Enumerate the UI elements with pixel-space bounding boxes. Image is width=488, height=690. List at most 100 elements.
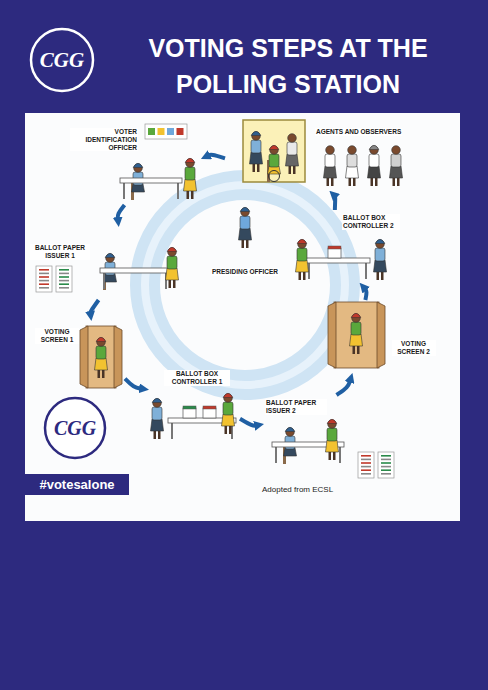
sheet-row <box>59 287 69 289</box>
sheet-row <box>381 455 391 457</box>
sheet-row <box>361 473 371 475</box>
entrance-door <box>243 120 305 182</box>
sheet-row <box>381 473 391 475</box>
voting-booth <box>86 326 116 388</box>
torso <box>251 140 261 153</box>
ballot-box <box>203 406 216 418</box>
head-covering <box>223 393 233 397</box>
head-covering <box>240 207 250 211</box>
flow-arrow <box>90 300 98 313</box>
box-lid <box>203 406 216 409</box>
station-area: BALLOT BOX CONTROLLER 1 <box>150 370 240 450</box>
lower-garment <box>346 166 359 178</box>
lower-garment <box>390 166 403 178</box>
standing-figure <box>350 313 363 354</box>
head-covering <box>167 247 177 251</box>
sheet-row <box>39 283 49 285</box>
desk-top <box>120 178 182 183</box>
lower-garment <box>324 166 337 178</box>
torso <box>369 154 379 167</box>
lower-garment <box>286 154 299 166</box>
sheet-row <box>59 269 69 271</box>
station-area: BALLOT PAPER ISSUER 2 <box>265 395 355 470</box>
sheet-row <box>39 280 49 282</box>
station-label: VOTER IDENTIFICATION OFFICER <box>70 128 138 151</box>
head <box>224 394 233 403</box>
station-label: BALLOT PAPER ISSUER 1 <box>30 244 90 260</box>
sheet-row <box>361 459 371 461</box>
torso <box>351 322 361 335</box>
torso <box>325 154 335 167</box>
standing-figure <box>166 247 179 288</box>
flow-arrow <box>337 381 351 395</box>
head-covering <box>297 239 307 243</box>
logo-ring <box>45 398 105 458</box>
head-covering <box>185 158 195 162</box>
head <box>252 132 261 141</box>
sheet-row <box>59 280 69 282</box>
sheet-row <box>39 276 49 278</box>
desk-leg <box>177 183 179 199</box>
head-covering <box>251 131 261 135</box>
torso <box>240 216 250 229</box>
sheet-row <box>59 276 69 278</box>
logo-text: CGG <box>32 47 92 73</box>
sheet-row <box>361 466 371 468</box>
ballot-box <box>183 406 196 418</box>
standing-figure <box>222 393 235 434</box>
box-body <box>203 408 216 418</box>
page-title: VOTING STEPS AT THE POLLING STATION <box>100 30 476 103</box>
standing-figure <box>374 239 387 280</box>
desk <box>100 268 170 289</box>
head <box>348 146 357 155</box>
head-covering <box>375 239 385 243</box>
desk-leg <box>365 263 367 279</box>
head <box>286 428 295 437</box>
head <box>134 164 143 173</box>
booth-side <box>377 302 385 368</box>
head <box>392 146 401 155</box>
torso <box>269 154 279 167</box>
lower-garment <box>296 260 309 272</box>
lower-garment <box>166 268 179 280</box>
station-label: BALLOT PAPER ISSUER 2 <box>265 399 327 415</box>
box-body <box>328 248 341 258</box>
booth-side <box>114 326 122 388</box>
desk-leg <box>123 183 125 199</box>
head-covering <box>351 313 361 317</box>
station-label: BALLOT BOX CONTROLLER 1 <box>164 370 230 386</box>
lower-garment <box>151 419 164 431</box>
station-area: VOTING SCREEN 2 <box>320 300 437 372</box>
desk-leg <box>171 423 173 439</box>
booth-side <box>80 326 88 388</box>
lower-garment <box>350 334 363 346</box>
sheet-row <box>381 459 391 461</box>
flow-arrow <box>365 289 367 300</box>
sheet-row <box>361 455 371 457</box>
sheet-row <box>361 462 371 464</box>
head <box>376 240 385 249</box>
standing-figure <box>151 398 164 439</box>
lower-garment <box>374 260 387 272</box>
sheet-row <box>59 283 69 285</box>
voting-booth <box>334 302 379 368</box>
head-covering <box>285 427 295 431</box>
head <box>168 248 177 257</box>
flow-arrow <box>208 155 225 158</box>
head <box>97 338 106 347</box>
booth-back <box>334 302 379 368</box>
head <box>186 159 195 168</box>
lower-garment <box>239 228 252 240</box>
wheelchair-wheel <box>269 171 280 182</box>
standing-figure <box>184 158 197 199</box>
head <box>328 420 337 429</box>
ballot-sheet <box>358 452 374 478</box>
sheet-row <box>59 273 69 275</box>
sheet-row <box>39 273 49 275</box>
head-covering <box>269 145 279 149</box>
ballot-sheet <box>378 452 394 478</box>
sheet <box>378 452 394 478</box>
head-covering <box>133 163 143 167</box>
flow-arrow <box>240 419 256 426</box>
hashtag-band <box>25 474 129 495</box>
